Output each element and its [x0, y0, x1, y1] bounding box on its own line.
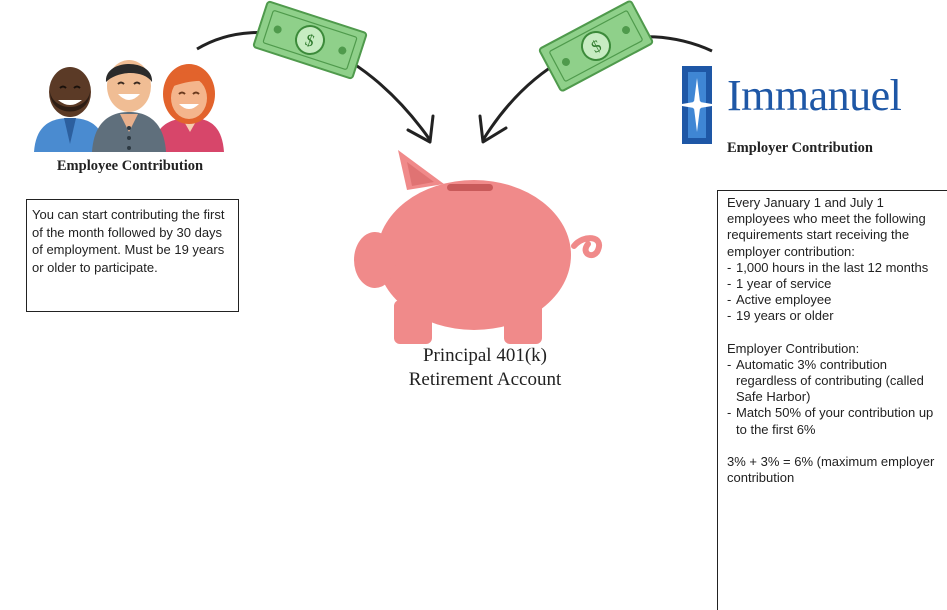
immanuel-logo-icon — [676, 66, 718, 144]
retirement-account-label: Principal 401(k) Retirement Account — [360, 344, 610, 392]
employer-contribution-caption: Employer Contribution — [727, 140, 873, 156]
piggy-bank-icon — [354, 150, 603, 344]
requirement-item: -19 years or older — [727, 308, 834, 324]
requirement-item: -1 year of service — [727, 276, 832, 292]
contribution-item: -Match 50% of your contribution up to th… — [727, 405, 934, 437]
contribution-item: -Automatic 3% contribution regardless of… — [727, 356, 924, 405]
dollar-bill-icon: $ — [252, 0, 368, 80]
employer-contribution-details: Every January 1 and July 1 employees who… — [717, 190, 947, 610]
people-group-icon — [34, 60, 224, 152]
arrow-head-right — [478, 114, 508, 144]
arrow-head-left — [406, 114, 435, 144]
account-label-line1: Principal 401(k) — [422, 345, 547, 366]
svg-text:$: $ — [303, 30, 317, 51]
immanuel-logo-text: Immanuel — [727, 71, 902, 120]
arrow-from-employee — [196, 30, 432, 141]
contribution-heading: Employer Contribution: — [727, 340, 860, 356]
total-contribution-line: 3% + 3% = 6% (maximum employer contribut… — [727, 453, 935, 486]
account-label-line2: Retirement Account — [408, 369, 562, 390]
employee-contribution-description: You can start contributing the first of … — [26, 199, 239, 312]
requirement-item: -1,000 hours in the last 12 months — [727, 259, 929, 275]
eligibility-intro: Every January 1 and July 1 employees who… — [727, 195, 926, 259]
employee-contribution-caption: Employee Contribution — [56, 158, 204, 174]
svg-text:$: $ — [588, 36, 604, 57]
dollar-bill-icon: $ — [538, 0, 654, 92]
requirement-item: -Active employee — [727, 292, 832, 308]
